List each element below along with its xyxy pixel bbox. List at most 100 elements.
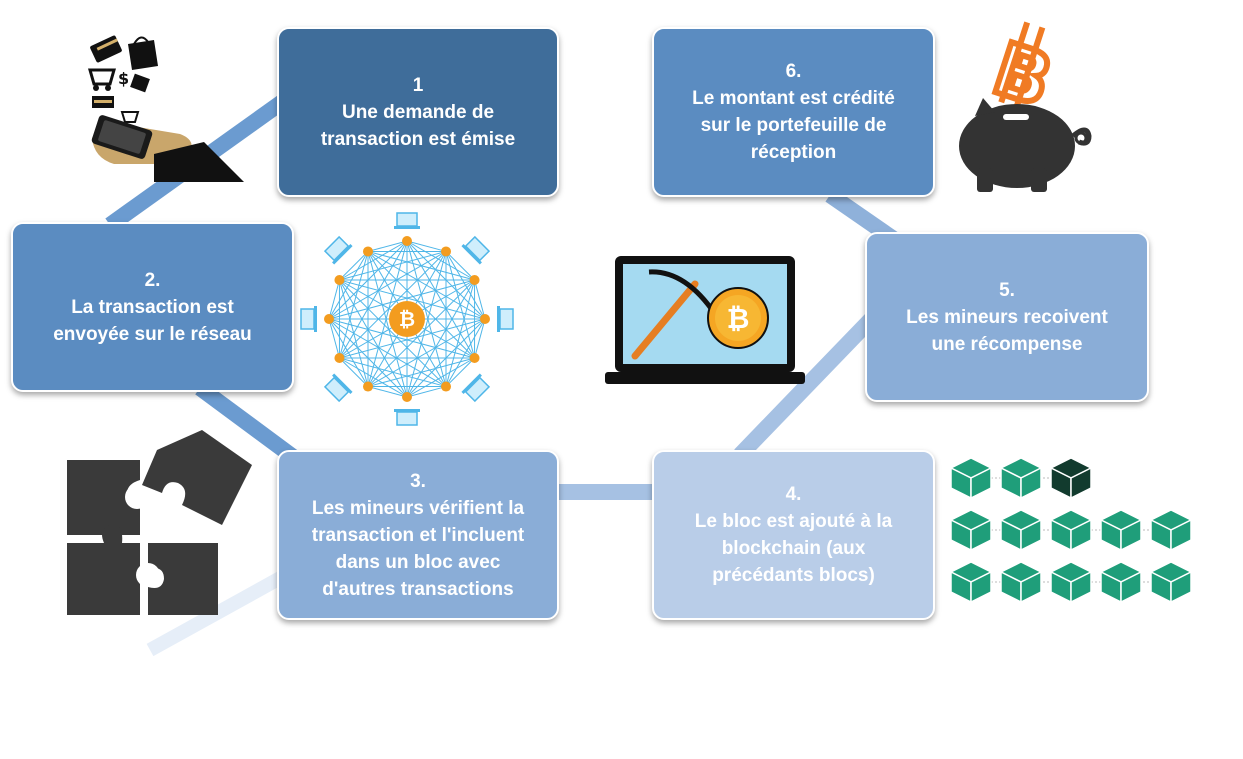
piggy-bank-icon — [959, 98, 1092, 192]
network-link — [339, 240, 408, 359]
laptop-icon — [394, 212, 420, 229]
network-link — [406, 240, 475, 281]
network-node — [480, 314, 490, 324]
step-3-line-4: d'autres transactions — [322, 578, 514, 600]
network-link — [406, 240, 447, 252]
network-node — [469, 275, 480, 285]
laptop-base — [605, 372, 805, 384]
bitcoin-network-icon: ₿ — [300, 212, 514, 426]
laptop-icon — [461, 373, 491, 403]
puzzle-piece-bottom-left — [67, 524, 140, 615]
puzzle-pieces-icon — [67, 430, 252, 615]
network-link — [328, 251, 369, 320]
network-link — [406, 240, 447, 387]
step-3-line-2: transaction et l'incluent — [311, 524, 525, 546]
network-link — [328, 318, 340, 359]
network-node — [363, 381, 373, 392]
step-3-line-3: dans un bloc avec — [335, 551, 501, 573]
network-link — [445, 279, 476, 387]
network-link — [474, 318, 486, 359]
block-cube-icon — [949, 509, 993, 552]
block-cube-icon — [999, 561, 1043, 604]
network-laptops — [300, 212, 514, 426]
block-cube-icon — [1099, 561, 1143, 604]
hand-with-phone — [91, 115, 244, 182]
network-link — [328, 318, 475, 359]
network-node — [441, 381, 451, 392]
step-6-box: 6. Le montant est crédité sur le portefe… — [652, 27, 935, 197]
network-link — [328, 251, 447, 320]
bitcoin-symbol-icon: ₿ — [727, 302, 750, 335]
laptop-icon — [497, 306, 514, 332]
step-5-line-2: une récompense — [931, 333, 1083, 355]
network-node — [334, 353, 345, 363]
step-6-line-1: Le montant est crédité — [692, 88, 895, 109]
network-link — [367, 240, 408, 252]
step-3-box: 3. Les mineurs vérifient la transaction … — [277, 450, 559, 620]
network-link — [367, 240, 408, 387]
step-5-box: 5. Les mineurs recoivent une récompense — [865, 232, 1149, 402]
laptop-icon — [461, 235, 491, 265]
step-3-line-1: Les mineurs vérifient la — [311, 497, 525, 519]
network-node — [402, 392, 412, 402]
step-6-number: 6. — [785, 61, 802, 82]
step-5-line-1: Les mineurs recoivent — [906, 306, 1108, 328]
network-link — [406, 279, 475, 398]
network-link — [339, 250, 447, 281]
step-6-line-2: sur le portefeuille de — [700, 115, 887, 136]
step-1-line-2: transaction est émise — [320, 128, 516, 150]
network-link — [339, 318, 486, 359]
svg-text:$: $ — [118, 69, 129, 88]
pickaxe-handle-icon — [631, 280, 699, 360]
step-6-line-3: réception — [750, 142, 837, 163]
network-link — [339, 251, 369, 281]
hand-paying-with-phone-icon: $ — [88, 35, 244, 182]
network-link — [339, 240, 408, 281]
step-4-box: 4. Le bloc est ajouté à la blockchain (a… — [652, 450, 935, 620]
step-4-line-3: précédants blocs) — [712, 565, 875, 586]
step-4-line-1: Le bloc est ajouté à la — [694, 511, 893, 532]
network-link — [367, 251, 408, 398]
step-2-box: 2. La transaction est envoyée sur le rés… — [11, 222, 294, 392]
network-nodes — [324, 236, 490, 402]
network-link — [367, 251, 475, 359]
laptop-icon — [323, 373, 353, 403]
network-node — [334, 275, 345, 285]
step-2-number: 2. — [144, 269, 161, 291]
block-cube-icon — [949, 561, 993, 604]
step-4-line-2: blockchain (aux — [721, 538, 866, 559]
network-link — [328, 279, 340, 320]
puzzle-piece-top-left — [67, 460, 140, 535]
block-cube-icon — [1149, 561, 1193, 604]
step-1-number: 1 — [412, 74, 424, 96]
step-1-line-1: Une demande de — [341, 101, 495, 123]
block-cube-icon — [1049, 561, 1093, 604]
network-link — [367, 250, 475, 281]
bitcoin-symbol-icon: ₿ — [399, 307, 415, 331]
network-node — [402, 236, 412, 246]
block-cube-icon — [1149, 509, 1193, 552]
connector-2-3 — [195, 381, 305, 469]
network-link — [339, 357, 369, 387]
network-link — [406, 386, 447, 398]
step-2-line-2: envoyée sur le réseau — [53, 323, 252, 345]
network-link — [339, 251, 447, 359]
network-link — [339, 279, 447, 387]
step-5-number: 5. — [999, 279, 1015, 301]
step-2-line-1: La transaction est — [71, 296, 234, 318]
block-cube-icon — [1099, 509, 1143, 552]
connector-4-5 — [734, 304, 886, 461]
network-node — [363, 246, 373, 257]
block-cube-icon — [1049, 509, 1093, 552]
laptop-mining-bitcoin-icon: ₿ — [605, 256, 805, 384]
bitcoin-coin-icon — [389, 301, 425, 337]
block-cube-icon — [949, 457, 993, 500]
step-3-number: 3. — [410, 470, 426, 492]
puzzle-piece-bottom-right — [148, 543, 218, 615]
pickaxe-head-icon — [648, 269, 718, 316]
laptop-icon — [323, 235, 353, 265]
network-link — [328, 279, 475, 320]
block-cube-icon — [999, 509, 1043, 552]
network-mesh — [328, 240, 486, 398]
network-node — [469, 353, 480, 363]
